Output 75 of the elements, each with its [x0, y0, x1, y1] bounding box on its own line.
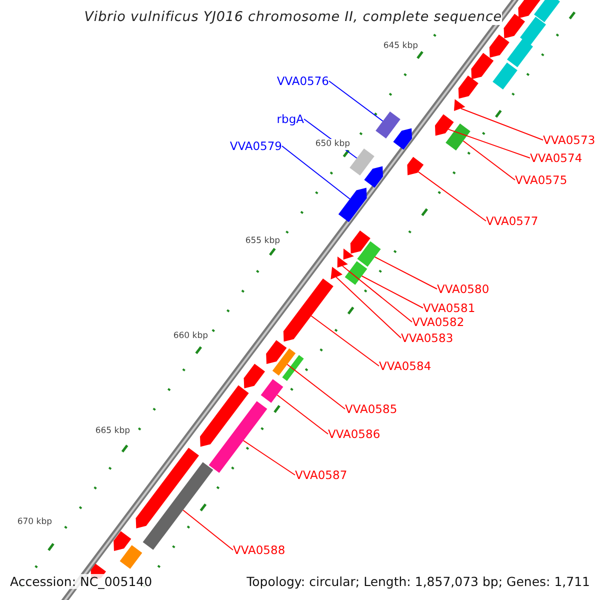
leader-line: [328, 80, 384, 122]
gene-block: [266, 340, 287, 364]
leader-line: [342, 266, 412, 322]
leader-line: [282, 146, 350, 200]
gene-bar: [344, 261, 368, 285]
gene-block: [393, 128, 412, 150]
gene-label: VVA0575: [515, 173, 568, 187]
scale-label: 660 kbp: [173, 331, 208, 342]
gene-block: [330, 266, 342, 280]
gene-block: [504, 14, 525, 38]
gene-bar: [376, 112, 400, 138]
gene-label: VVA0576: [276, 74, 329, 88]
gene-block: [435, 114, 454, 136]
gene-block: [518, 0, 541, 18]
gene-block: [283, 278, 334, 342]
gene-block: [338, 188, 367, 222]
leader-line: [182, 510, 234, 550]
gene-label: VVA0584: [379, 359, 432, 373]
gene-block: [364, 166, 383, 188]
gene-label: rbgA: [276, 112, 304, 126]
gene-bar: [446, 124, 470, 150]
gene-block: [407, 156, 424, 176]
scale-label: 670 kbp: [17, 517, 52, 528]
accession-text: Accession: NC_005140: [8, 574, 154, 589]
gene-label: VVA0574: [530, 151, 582, 165]
gene-bar: [534, 0, 560, 22]
gene-bar: [492, 62, 518, 90]
gene-label: VVA0588: [233, 543, 286, 557]
leader-line: [310, 315, 380, 366]
gene-block: [114, 531, 132, 551]
gene-label: VVA0583: [401, 331, 454, 345]
gene-label: VVA0579: [230, 139, 282, 153]
gene-bar: [507, 38, 533, 68]
gene-bar: [350, 148, 374, 176]
gene-block: [489, 34, 510, 58]
genome-stats-text: Topology: circular; Length: 1,857,073 bp; Genes: 1,711: [244, 574, 592, 589]
map-title: Vibrio vulnificus YJ016 chromosome II, complete sequence: [84, 9, 502, 25]
leader-line: [242, 440, 296, 476]
leader-line: [448, 128, 530, 158]
gene-bar: [260, 379, 284, 403]
gene-bar: [120, 545, 142, 569]
leader-line: [361, 276, 424, 308]
gene-bar: [520, 16, 546, 46]
gene-bar: [282, 355, 304, 381]
gene-block: [458, 76, 478, 99]
gene-label: VVA0581: [423, 301, 476, 315]
gene-block: [337, 256, 348, 268]
gene-label: VVA0587: [295, 468, 348, 482]
gene-label: VVA0586: [328, 427, 380, 441]
gene-block: [350, 230, 370, 254]
gene-label: VVA0585: [345, 402, 398, 416]
leader-line: [286, 364, 346, 410]
gene-block: [454, 99, 466, 111]
gene-label: VVA0573: [543, 133, 596, 147]
leader-line: [276, 394, 328, 434]
gene-bar: [142, 462, 214, 550]
scale-label: 645 kbp: [383, 41, 418, 52]
scale-label: 655 kbp: [245, 236, 280, 247]
leader-line: [418, 171, 486, 222]
gene-bar: [357, 241, 381, 267]
scale-label: 650 kbp: [315, 139, 350, 150]
leader-line: [336, 276, 402, 338]
gene-block: [343, 248, 354, 260]
gene-block: [471, 52, 494, 80]
gene-bar: [272, 348, 296, 376]
gene-bar: [208, 401, 268, 473]
gene-label: VVA0582: [412, 315, 464, 329]
gene-block: [136, 448, 199, 528]
leader-line: [460, 108, 544, 140]
gene-label: VVA0580: [437, 282, 490, 296]
scale-label: 665 kbp: [95, 426, 130, 437]
gene-block: [200, 385, 249, 447]
leader-line: [462, 140, 516, 180]
gene-label: VVA0577: [486, 214, 538, 228]
gene-block: [244, 364, 265, 388]
